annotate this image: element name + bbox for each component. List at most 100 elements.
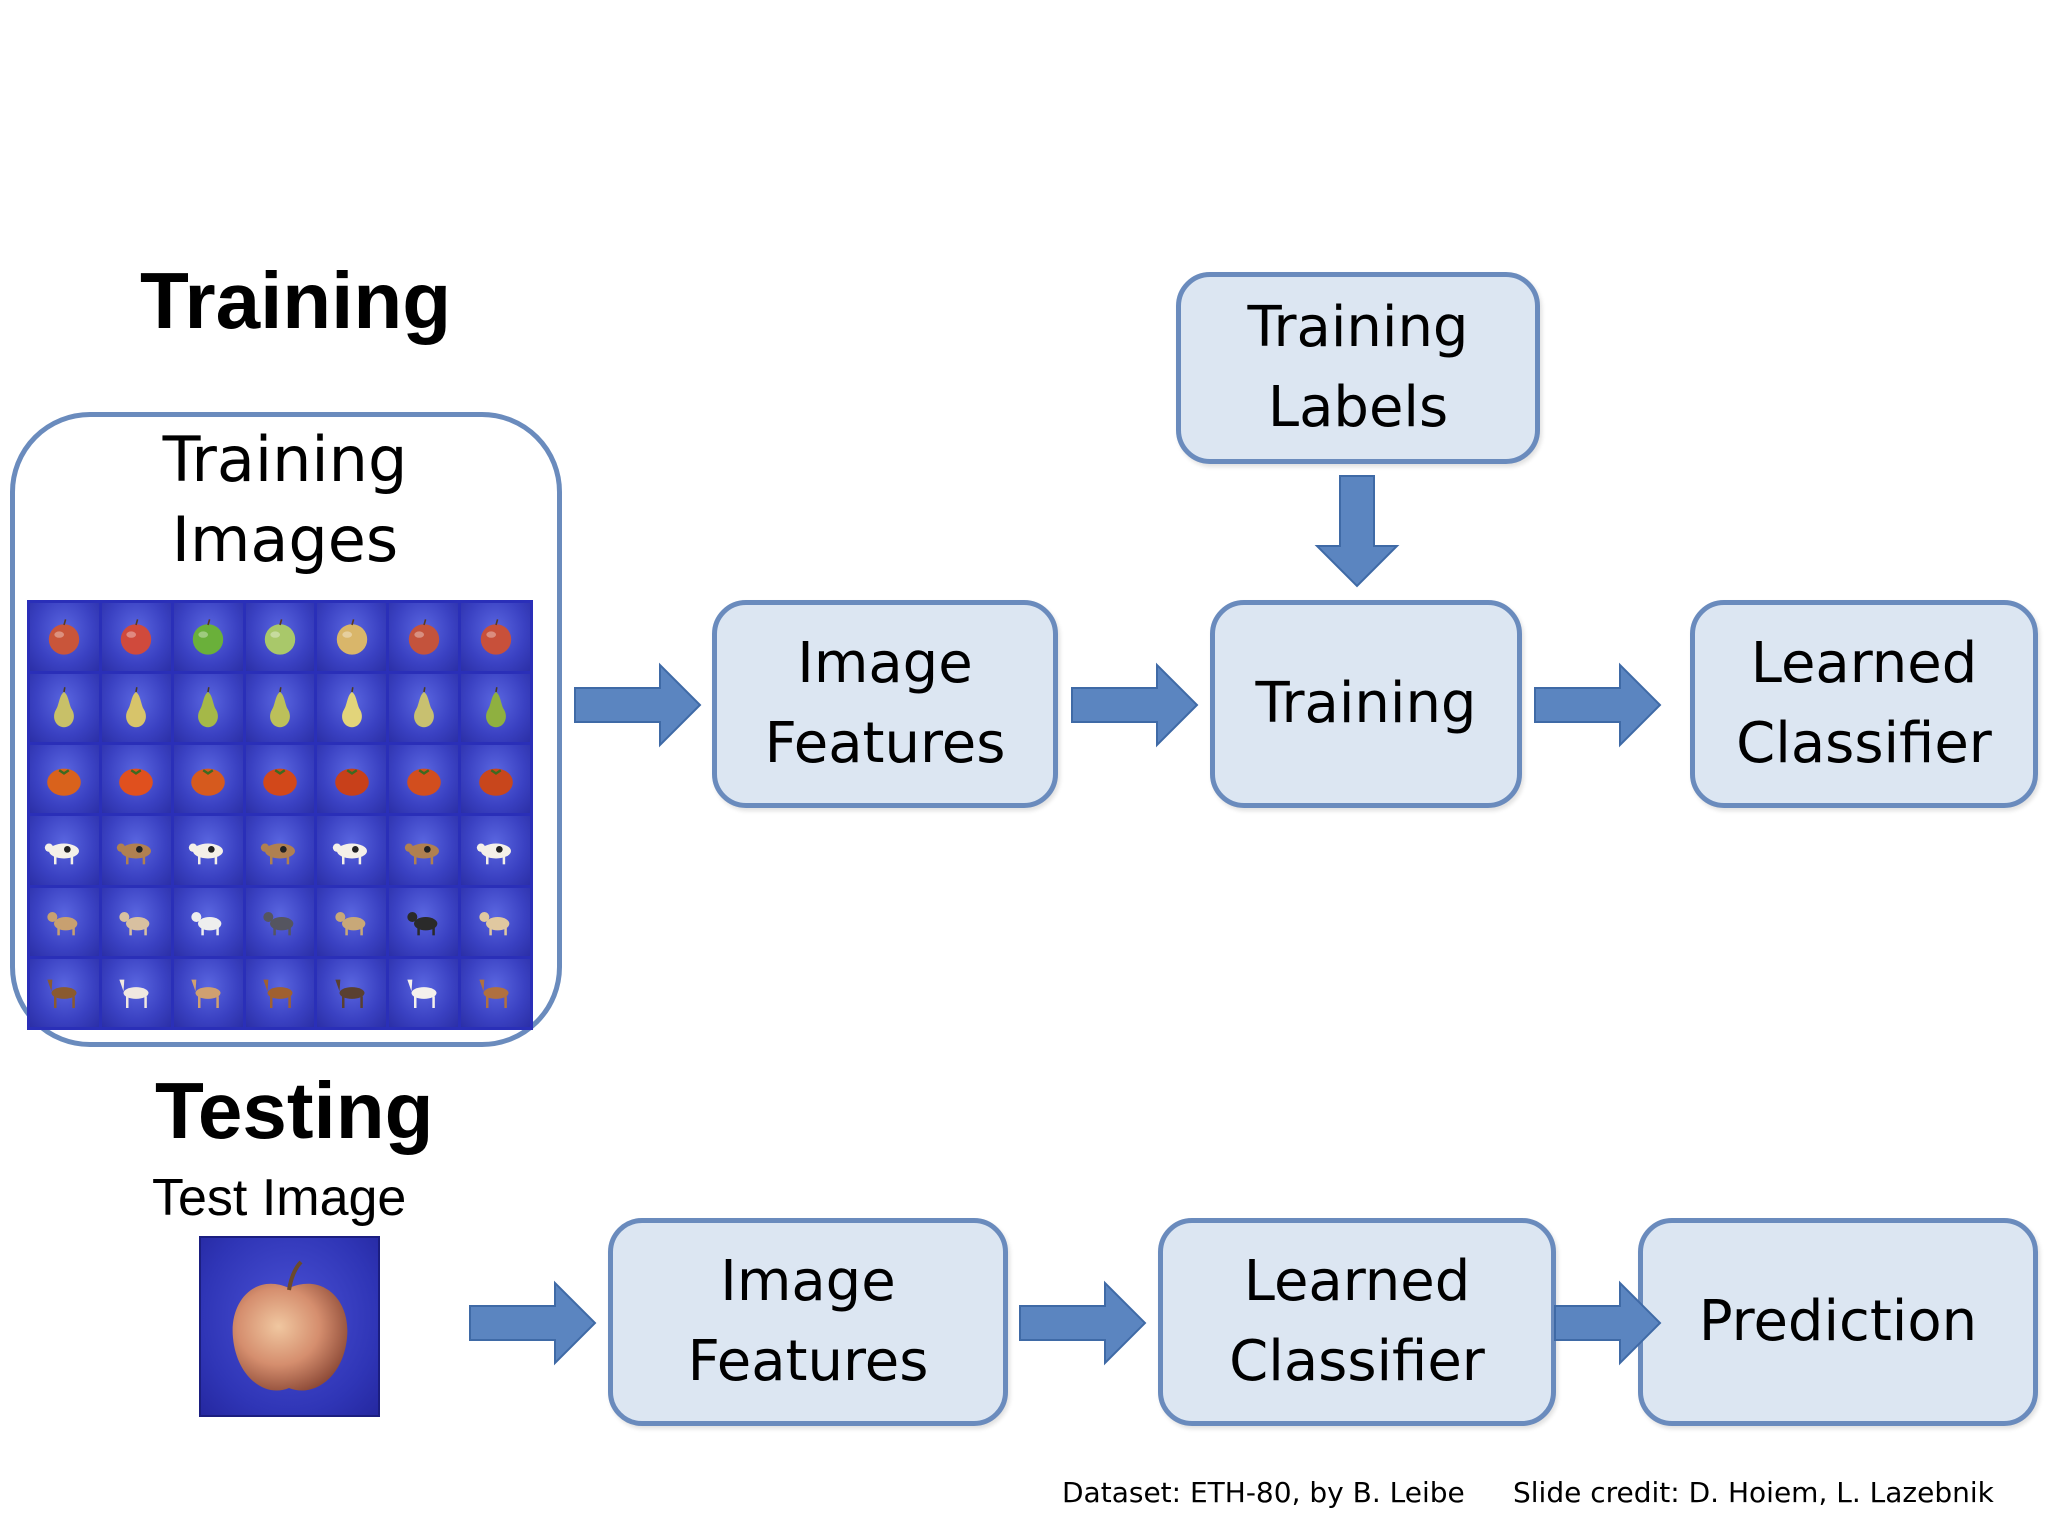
arrow-test-image-to-features: [469, 1280, 597, 1366]
horse-thumbnail: [389, 958, 459, 1027]
apple-thumbnail: [101, 603, 171, 672]
testing-learned-classifier-box: Learned Classifier: [1158, 1218, 1556, 1426]
pear-icon: [485, 687, 506, 728]
cow-thumbnail: [317, 816, 387, 885]
arrow-features-to-classifier: [1019, 1280, 1147, 1366]
test-image-label: Test Image: [152, 1169, 407, 1227]
test-image: [199, 1236, 380, 1417]
cow-icon: [260, 843, 295, 864]
dog-icon: [119, 911, 150, 936]
horse-thumbnail: [245, 958, 315, 1027]
tomato-thumbnail: [30, 745, 99, 814]
cow-thumbnail: [245, 816, 315, 885]
training-images-title: Training Images: [90, 420, 480, 580]
tomato-icon: [263, 769, 297, 797]
training-images-title-line2: Images: [171, 503, 399, 576]
tomato-thumbnail: [245, 745, 315, 814]
dog-thumbnail: [173, 887, 243, 956]
dog-icon: [191, 911, 222, 936]
tomato-icon: [406, 769, 441, 797]
training-box: Training: [1210, 600, 1522, 808]
training-heading: Training: [140, 256, 452, 345]
cow-thumbnail: [101, 816, 171, 885]
tomato-icon: [191, 769, 225, 797]
dog-icon: [335, 911, 366, 936]
testing-classifier-line2: Classifier: [1229, 1329, 1485, 1394]
training-classifier-line1: Learned: [1750, 631, 1978, 696]
cow-thumbnail: [461, 816, 530, 885]
dog-icon: [263, 911, 294, 936]
arrow-labels-to-training: [1314, 475, 1400, 588]
cow-icon: [188, 843, 224, 864]
cow-thumbnail: [30, 816, 99, 885]
prediction-label: Prediction: [1698, 1289, 1978, 1354]
cow-icon: [476, 843, 511, 864]
cow-icon: [332, 843, 367, 864]
testing-features-line2: Features: [687, 1329, 929, 1394]
apple-icon: [264, 619, 296, 655]
tomato-thumbnail: [173, 745, 243, 814]
pear-thumbnail: [317, 674, 387, 743]
pear-icon: [341, 687, 362, 728]
dog-thumbnail: [317, 887, 387, 956]
tomato-thumbnail: [101, 745, 171, 814]
horse-thumbnail: [461, 958, 530, 1027]
pear-icon: [413, 687, 434, 728]
slide-credit: Slide credit: D. Hoiem, L. Lazebnik: [1513, 1476, 1994, 1509]
pear-icon: [270, 687, 290, 728]
training-box-label: Training: [1255, 671, 1477, 736]
horse-icon: [47, 979, 77, 1008]
horse-thumbnail: [173, 958, 243, 1027]
training-labels-box: Training Labels: [1176, 272, 1540, 464]
horse-icon: [407, 979, 437, 1008]
apple-thumbnail: [389, 603, 459, 672]
apple-icon: [480, 619, 511, 655]
apple-thumbnail: [245, 603, 315, 672]
testing-features-line1: Image: [720, 1249, 896, 1314]
apple-icon: [192, 619, 224, 655]
apple-icon: [49, 619, 80, 655]
apple-icon: [336, 619, 368, 655]
horse-thumbnail: [101, 958, 171, 1027]
training-features-line1: Image: [797, 631, 973, 696]
cow-icon: [117, 843, 152, 864]
tomato-thumbnail: [317, 745, 387, 814]
cow-thumbnail: [173, 816, 243, 885]
dog-icon: [47, 911, 78, 936]
testing-image-features-box: Image Features: [608, 1218, 1008, 1426]
prediction-box: Prediction: [1638, 1218, 2038, 1426]
pear-thumbnail: [461, 674, 530, 743]
tomato-icon: [478, 769, 513, 797]
training-images-title-line1: Training: [162, 423, 408, 496]
training-labels-line2: Labels: [1267, 375, 1449, 440]
horse-icon: [191, 979, 221, 1008]
dog-icon: [478, 911, 509, 936]
dog-icon: [407, 911, 438, 936]
training-labels-line1: Training: [1247, 295, 1469, 360]
apple-thumbnail: [461, 603, 530, 672]
arrow-classifier-to-prediction: [1554, 1280, 1662, 1366]
training-features-line2: Features: [764, 711, 1006, 776]
apple-thumbnail: [173, 603, 243, 672]
horse-thumbnail: [30, 958, 99, 1027]
arrow-images-to-features: [574, 662, 702, 748]
dog-thumbnail: [245, 887, 315, 956]
horse-icon: [119, 979, 149, 1008]
apple-thumbnail: [30, 603, 99, 672]
pear-thumbnail: [245, 674, 315, 743]
testing-heading: Testing: [155, 1066, 434, 1155]
dog-thumbnail: [101, 887, 171, 956]
arrow-training-to-classifier: [1534, 662, 1662, 748]
dog-thumbnail: [461, 887, 530, 956]
cow-icon: [404, 843, 439, 864]
training-classifier-line2: Classifier: [1736, 711, 1992, 776]
tomato-icon: [119, 769, 154, 797]
training-learned-classifier-box: Learned Classifier: [1690, 600, 2038, 808]
training-image-grid: [27, 600, 533, 1030]
training-image-features-box: Image Features: [712, 600, 1058, 808]
arrow-features-to-training: [1071, 662, 1199, 748]
horse-icon: [335, 979, 365, 1008]
pear-thumbnail: [389, 674, 459, 743]
apple-thumbnail: [317, 603, 387, 672]
pear-icon: [126, 687, 147, 728]
